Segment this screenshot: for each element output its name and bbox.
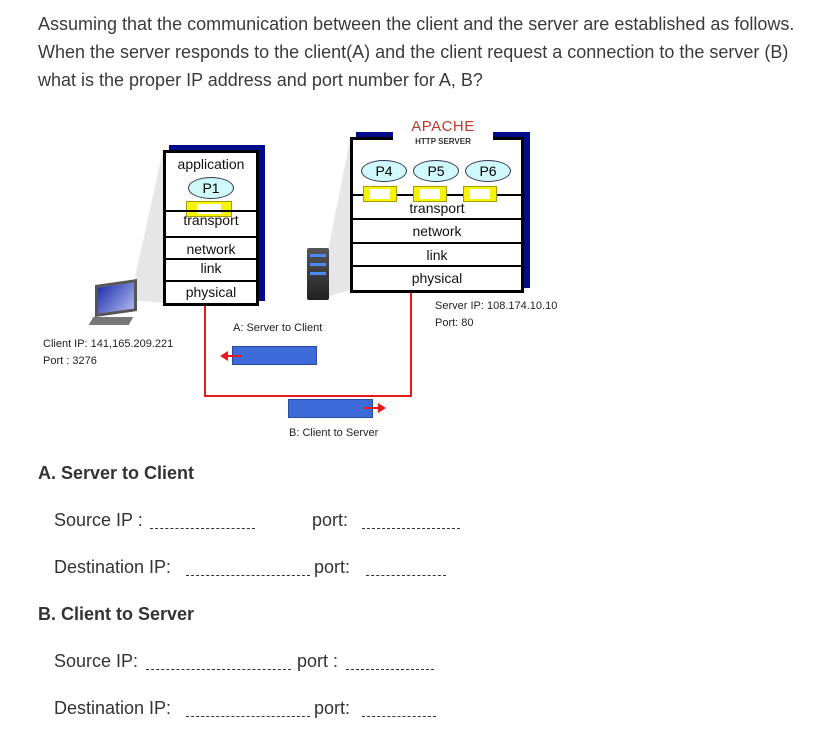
client-projection: [130, 150, 163, 303]
b-destination-port-label: port:: [314, 698, 351, 718]
client-info: Client IP: 141,165.209.221 Port : 3276: [43, 336, 173, 370]
server-layer-link: link: [353, 242, 521, 264]
a-source-ip-blank[interactable]: [150, 514, 255, 529]
client-socket: [186, 201, 232, 217]
server-layer-network: network: [353, 218, 521, 242]
client-layer-transport: transport: [166, 210, 256, 236]
b-destination-port-blank[interactable]: [362, 702, 436, 717]
computer-icon: [88, 279, 137, 325]
a-destination-port-label: port:: [314, 557, 351, 577]
server-port: Port: 80: [435, 317, 474, 329]
packet-b: [288, 399, 373, 418]
b-source-ip-label: Source IP:: [54, 651, 139, 671]
a-source-ip-label: Source IP :: [54, 510, 143, 530]
client-protocol-stack: application P1 transport network link ph…: [163, 150, 259, 306]
client-port: Port : 3276: [43, 355, 97, 367]
apache-logo-subtext: HTTP SERVER: [415, 137, 471, 146]
arrow-left-icon: [220, 351, 242, 361]
a-source-port-label: port:: [312, 510, 349, 530]
apache-logo: APACHE HTTP SERVER: [393, 118, 493, 146]
server-process-p4: P4: [361, 160, 407, 182]
server-process-p5: P5: [413, 160, 459, 182]
server-process-p6: P6: [465, 160, 511, 182]
a-destination-ip-blank[interactable]: [186, 561, 310, 576]
server-ip: Server IP: 108.174.10.10: [435, 300, 558, 312]
section-a-title: A. Server to Client: [38, 463, 195, 483]
a-destination-port-blank[interactable]: [366, 561, 446, 576]
label-server-to-client: A: Server to Client: [233, 322, 323, 334]
server-info: Server IP: 108.174.10.10 Port: 80: [435, 298, 557, 332]
a-source-port-blank[interactable]: [362, 514, 460, 529]
client-layer-link: link: [166, 258, 256, 280]
client-layer-network: network: [166, 236, 256, 260]
b-destination-ip-blank[interactable]: [186, 702, 310, 717]
client-ip: Client IP: 141,165.209.221: [43, 338, 174, 350]
arrow-right-icon: [364, 403, 386, 413]
client-layer-application: application: [177, 156, 245, 172]
section-b-title: B. Client to Server: [38, 604, 195, 624]
server-layer-physical: physical: [353, 265, 521, 289]
question-text: Assuming that the communication between …: [38, 14, 795, 90]
server-socket-p4: [363, 186, 397, 202]
server-socket-p6: [463, 186, 497, 202]
packet-a: [232, 346, 317, 365]
label-client-to-server: B: Client to Server: [289, 427, 379, 439]
b-destination-ip-label: Destination IP:: [54, 698, 172, 718]
server-socket-p5: [413, 186, 447, 202]
b-source-port-label: port :: [297, 651, 339, 671]
apache-logo-text: APACHE: [411, 118, 475, 135]
server-protocol-stack: APACHE HTTP SERVER P4 P5 P6 transport ne…: [350, 118, 524, 293]
client-process-p1: P1: [188, 177, 234, 199]
a-destination-ip-label: Destination IP:: [54, 557, 172, 577]
client-layer-physical: physical: [166, 280, 256, 302]
b-source-port-blank[interactable]: [346, 655, 434, 670]
server-icon: [307, 248, 329, 300]
server-layer-transport: transport: [409, 200, 465, 216]
b-source-ip-blank[interactable]: [146, 655, 291, 670]
